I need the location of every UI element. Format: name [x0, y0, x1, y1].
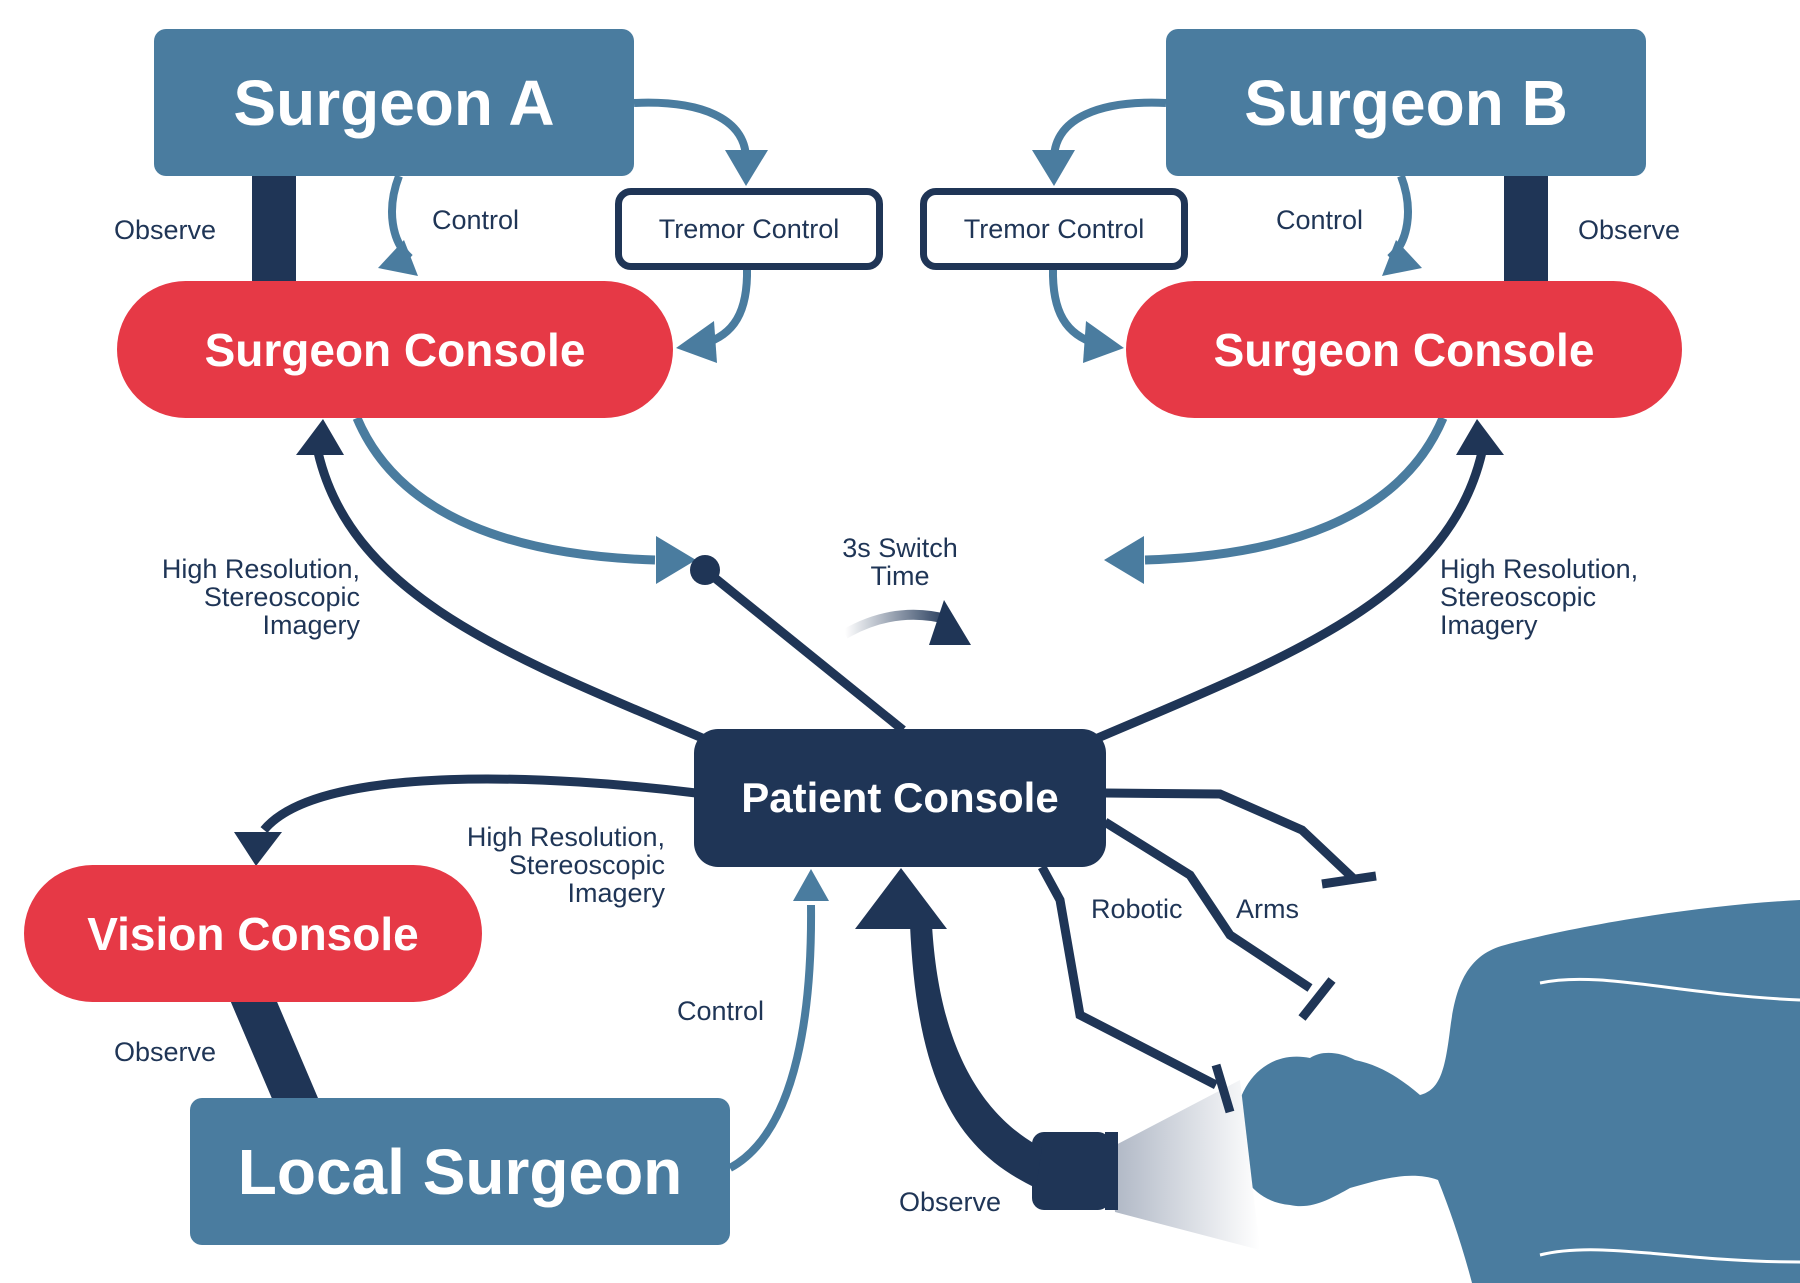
surgeon-console-b-label: Surgeon Console	[1213, 323, 1595, 376]
surgeon-a-label: Surgeon A	[233, 66, 555, 139]
switch-pivot	[690, 555, 720, 585]
imagery-to-console-a-arrow	[313, 450, 709, 745]
camera-light-beam	[1110, 1080, 1260, 1250]
observe-label-camera: Observe	[899, 1187, 1002, 1217]
tremor-out-arrowhead-a	[676, 321, 717, 363]
tremor-feed-arrow-b	[1050, 98, 1167, 159]
imagery-label-b-line-1: High Resolution,	[1440, 554, 1639, 584]
console-a-to-switch-arrowhead	[656, 536, 696, 584]
imagery-to-console-b-arrow	[1091, 450, 1487, 745]
imagery-label-vision-line-1: High Resolution,	[466, 822, 665, 852]
vision-console: Vision Console	[24, 865, 482, 1002]
robotic-arm-2-tool	[1298, 977, 1336, 1021]
local-surgeon-box: Local Surgeon	[190, 1098, 730, 1245]
imagery-label-b: High Resolution, Stereoscopic Imagery	[1440, 555, 1700, 639]
robotic-arm-2	[1102, 818, 1313, 992]
switch-motion-arrowhead	[929, 600, 971, 645]
observe-bar-b	[1504, 176, 1548, 282]
imagery-to-vision-console-arrow	[260, 774, 697, 833]
switch-lever	[702, 566, 906, 734]
tremor-out-arrowhead-b	[1083, 321, 1124, 363]
control-label-b: Control	[1276, 205, 1364, 235]
imagery-label-a-line-1: High Resolution,	[161, 554, 360, 584]
robotic-arm-1-tool	[1321, 871, 1377, 889]
imagery-label-b-line-2: Stereoscopic	[1440, 582, 1597, 612]
switch-time-line-1: 3s Switch	[842, 533, 958, 563]
imagery-label-vision: High Resolution, Stereoscopic Imagery	[405, 823, 665, 907]
observe-label-vision: Observe	[114, 1037, 217, 1067]
surgeon-b-box: Surgeon B	[1166, 29, 1646, 176]
camera-observe-arrowhead	[855, 868, 947, 929]
surgeon-console-a: Surgeon Console	[117, 281, 673, 418]
console-b-to-switch-arrowhead	[1104, 536, 1144, 584]
tremor-feed-arrowhead-a	[725, 150, 768, 186]
surgeon-console-b: Surgeon Console	[1126, 281, 1682, 418]
imagery-label-vision-line-3: Imagery	[567, 878, 665, 908]
surgeon-a-box: Surgeon A	[154, 29, 634, 176]
patient-console-box: Patient Console	[694, 729, 1106, 867]
surgeon-console-a-label: Surgeon Console	[204, 323, 586, 376]
tremor-feed-arrowhead-b	[1032, 150, 1075, 186]
camera-icon	[1032, 1132, 1110, 1210]
local-surgeon-label: Local Surgeon	[237, 1135, 683, 1208]
local-control-arrowhead	[793, 869, 829, 901]
imagery-to-vision-console-arrowhead	[234, 832, 282, 866]
robotic-arm-1	[1104, 788, 1359, 884]
control-arrowhead-b	[1382, 240, 1422, 276]
camera-observe-arrow	[910, 925, 1042, 1188]
imagery-to-console-b-arrowhead	[1456, 419, 1504, 455]
imagery-label-a-line-2: Stereoscopic	[203, 582, 360, 612]
arms-label: Arms	[1236, 894, 1299, 924]
control-label-a: Control	[432, 205, 520, 235]
observe-bar-a	[252, 176, 296, 282]
control-arrowhead-a	[378, 240, 418, 276]
tremor-control-b-label: Tremor Control	[963, 213, 1145, 244]
tremor-control-b-box: Tremor Control	[920, 188, 1188, 270]
console-a-to-switch-arrow	[352, 416, 656, 565]
local-control-arrow	[728, 904, 816, 1172]
switch-time-line-2: Time	[870, 561, 930, 591]
tremor-control-a-box: Tremor Control	[615, 188, 883, 270]
vision-observe-bar	[230, 990, 318, 1108]
imagery-label-a: High Resolution, Stereoscopic Imagery	[100, 555, 360, 639]
switch-time-label: 3s Switch Time	[820, 534, 980, 590]
tremor-feed-arrow-a	[633, 98, 750, 159]
observe-label-a: Observe	[114, 215, 217, 245]
observe-label-b: Observe	[1578, 215, 1681, 245]
robotic-arm-3	[1038, 864, 1219, 1090]
patient-body-silhouette	[1233, 900, 1800, 1283]
surgeon-b-label: Surgeon B	[1244, 66, 1568, 139]
imagery-label-b-line-3: Imagery	[1440, 610, 1538, 640]
console-b-to-switch-arrow	[1144, 416, 1448, 565]
tremor-control-a-label: Tremor Control	[658, 213, 840, 244]
patient-console-label: Patient Console	[741, 774, 1059, 821]
body-contour-lower	[1539, 1248, 1800, 1264]
robotic-arm-3-tool	[1211, 1063, 1235, 1114]
imagery-label-a-line-3: Imagery	[262, 610, 360, 640]
control-label-local: Control	[677, 996, 765, 1026]
camera-lens-shape	[1105, 1132, 1118, 1210]
robotic-label: Robotic	[1091, 894, 1183, 924]
vision-console-label: Vision Console	[87, 907, 419, 960]
body-contour-upper	[1539, 977, 1800, 1002]
imagery-to-console-a-arrowhead	[296, 419, 344, 455]
imagery-label-vision-line-2: Stereoscopic	[508, 850, 665, 880]
